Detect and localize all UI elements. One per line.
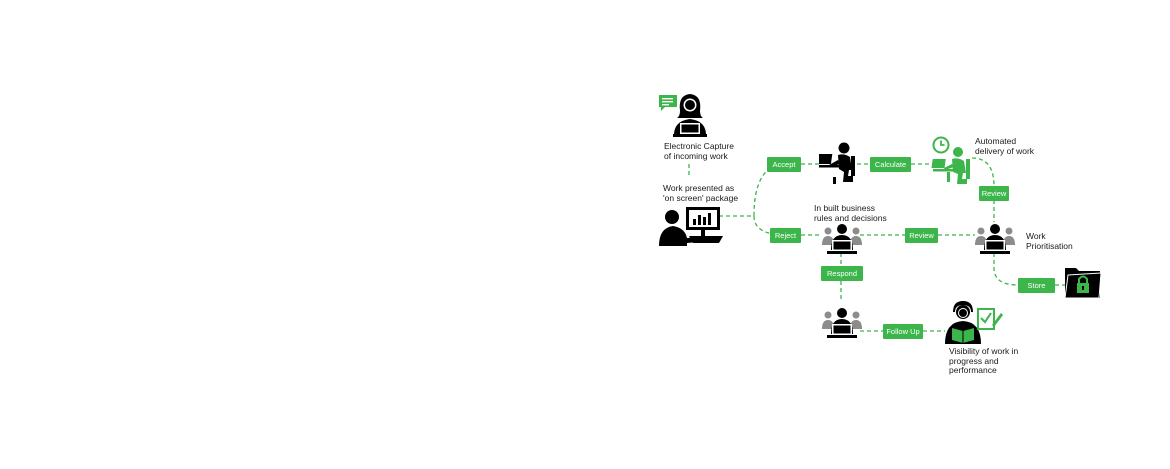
team-laptop-icon	[975, 224, 1015, 254]
reject-tag: Reject	[770, 228, 801, 243]
rules-label: In built business rules and decisions	[814, 203, 887, 223]
visibility-label: Visibility of work in progress and perfo…	[949, 346, 1019, 375]
team-laptop-icon	[822, 308, 862, 338]
woman-laptop-icon	[673, 94, 707, 137]
clock-icon	[932, 136, 950, 154]
review-tag: Review	[979, 186, 1009, 201]
store-tag: Store	[1018, 278, 1055, 293]
desk-worker-icon	[819, 142, 855, 184]
follow-up-tag: Follow Up	[883, 324, 923, 339]
team-laptop-icon	[822, 224, 862, 254]
presenter-chart-icon	[659, 207, 723, 246]
automated-label: Automated delivery of work	[975, 136, 1035, 156]
capture-label: Electronic Capture of incoming work	[664, 141, 734, 161]
chat-bubble-icon	[659, 95, 677, 111]
reader-icon	[945, 301, 981, 344]
automated-worker-icon	[931, 147, 970, 184]
accept-tag: Accept	[767, 157, 801, 172]
presented-label: Work presented as 'on screen' package	[663, 183, 739, 203]
respond-tag: Respond	[821, 266, 863, 281]
folder-lock-icon	[1064, 268, 1102, 299]
calculate-tag: Calculate	[870, 157, 911, 172]
prioritisation-label: Work Prioritisation	[1026, 231, 1073, 251]
checklist-icon	[977, 308, 1003, 330]
review-tag: Review	[905, 228, 938, 243]
